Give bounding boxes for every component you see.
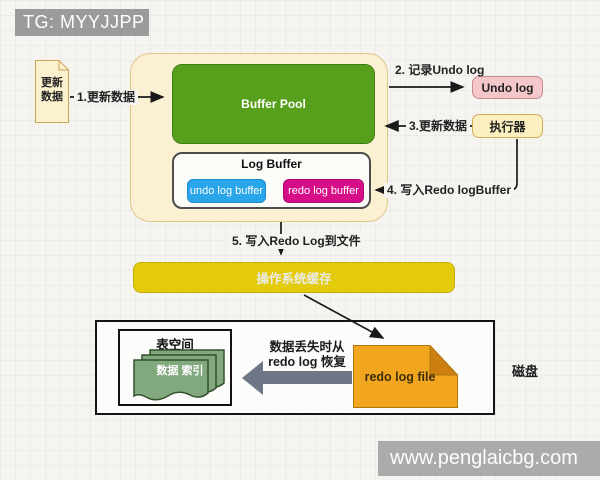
redo-log-buffer-chip: redo log buffer: [283, 179, 364, 203]
log-buffer-box: Log Buffer undo log buffer redo log buff…: [172, 152, 371, 209]
recovery-note: 数据丢失时从 redo log 恢复: [252, 340, 362, 370]
undo-log-buffer-chip: undo log buffer: [187, 179, 266, 203]
data-index-label: 数据 索引: [156, 365, 204, 377]
tablespace-title: 表空间: [156, 338, 194, 352]
redo-log-file-label: redo log file: [364, 370, 436, 384]
tg-watermark-banner: TG: MYYJJPP: [15, 9, 149, 36]
recovery-line2: redo log 恢复: [268, 355, 346, 369]
undo-log-box: Undo log: [472, 76, 543, 99]
stacked-data-docs-icon: [133, 349, 225, 401]
recovery-line1: 数据丢失时从: [269, 340, 345, 354]
step5-label: 5. 写入Redo Log到文件: [229, 234, 364, 249]
step1-label: 1.更新数据: [74, 90, 139, 105]
redo-log-file-icon: [353, 345, 458, 408]
step3-label: 3.更新数据: [406, 119, 471, 134]
buffer-pool-box: Buffer Pool: [172, 64, 375, 144]
disk-label: 磁盘: [512, 364, 539, 379]
update-note-label: 更新数据: [41, 77, 63, 103]
site-watermark-banner: www.penglaicbg.com: [378, 441, 600, 476]
step2-label: 2. 记录Undo log: [395, 63, 485, 77]
os-cache-bar: 操作系统缓存: [133, 262, 455, 293]
executor-box: 执行器: [472, 114, 543, 138]
update-note-icon: [35, 60, 69, 123]
log-buffer-title: Log Buffer: [241, 157, 302, 171]
step4-label: 4. 写入Redo logBuffer: [384, 183, 515, 198]
